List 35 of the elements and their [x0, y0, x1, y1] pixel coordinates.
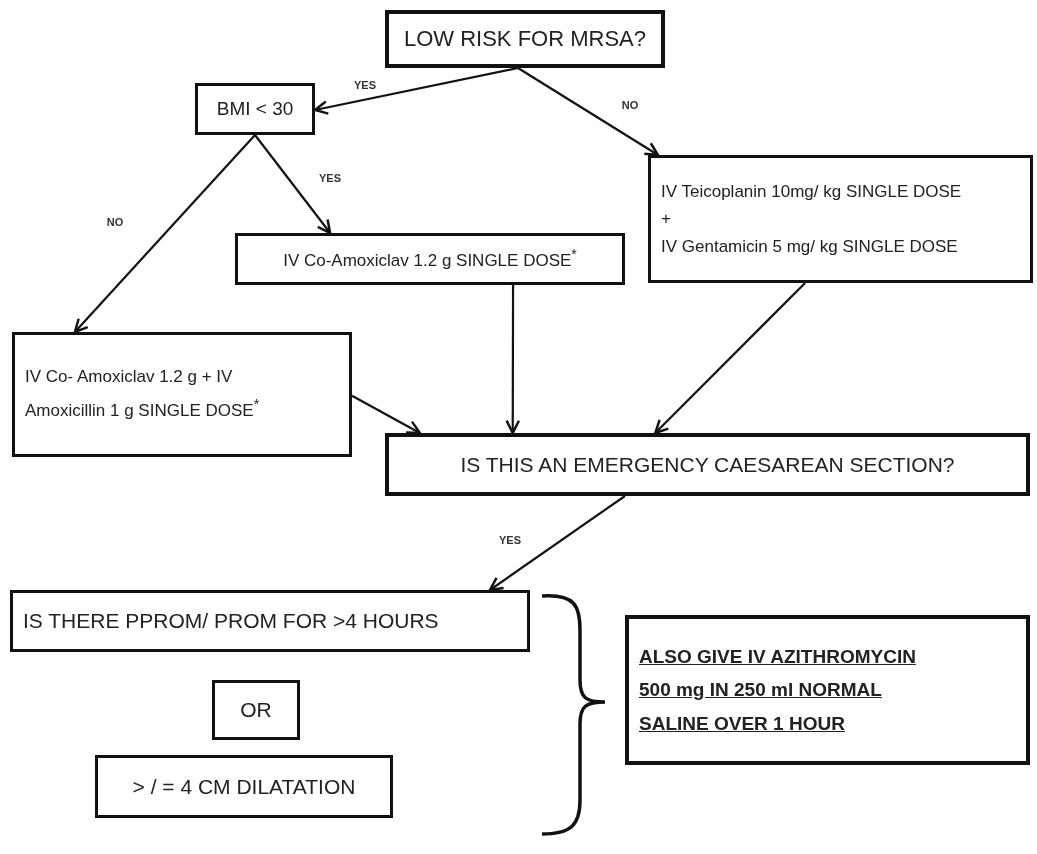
process-box — [10, 590, 530, 652]
edge-label: YES — [317, 172, 343, 184]
box-text: BMI < 30 — [216, 97, 294, 121]
box-text: IV Co- Amoxiclav 1.2 g + IV Amoxicillin 1 g SINGLE DOSE$^{*}$ — [25, 366, 261, 422]
box-text: ALSO GIVE IV AZITHROMYCIN 500 mg IN 250 ml NORMAL SALINE OVER 1 HOUR — [639, 645, 917, 736]
arrow — [517, 67, 660, 157]
arrow — [505, 285, 521, 435]
process-box — [648, 155, 1033, 283]
process-box — [12, 332, 352, 457]
process-box — [195, 83, 315, 135]
box-text: IS THERE PPROM/ PROM FOR >4 HOURS — [23, 608, 439, 634]
process-box — [95, 755, 393, 818]
arrow — [73, 134, 256, 334]
process-box — [235, 233, 625, 285]
box-text: IV Gentamicin 5 mg/ kg SINGLE DOSE — [661, 235, 958, 258]
box-text: IV Co-Amoxiclav 1.2 g SINGLE DOSE$^{*}$ — [283, 246, 577, 272]
edge-label: YES — [497, 534, 523, 546]
process-box — [625, 615, 1030, 765]
process-box — [385, 10, 665, 68]
box-text: IV Teicoplanin 10mg/ kg SINGLE DOSE — [661, 181, 962, 204]
box-text: LOW RISK FOR MRSA? — [403, 25, 646, 53]
arrow — [654, 282, 806, 435]
box-text: IS THIS AN EMERGENCY CAESAREAN SECTION? — [460, 451, 955, 478]
edge-label: YES — [352, 79, 378, 91]
edge-label: NO — [104, 216, 126, 228]
edge-label: NO — [619, 99, 641, 111]
box-text: > / = 4 CM DILATATION — [132, 773, 356, 800]
arrow — [488, 495, 626, 592]
process-box — [385, 433, 1030, 496]
box-text: OR — [240, 697, 272, 723]
box-text: + — [661, 208, 671, 231]
arrow — [351, 394, 422, 435]
arrow — [254, 134, 332, 235]
process-box — [212, 680, 300, 740]
arrow — [313, 66, 519, 115]
